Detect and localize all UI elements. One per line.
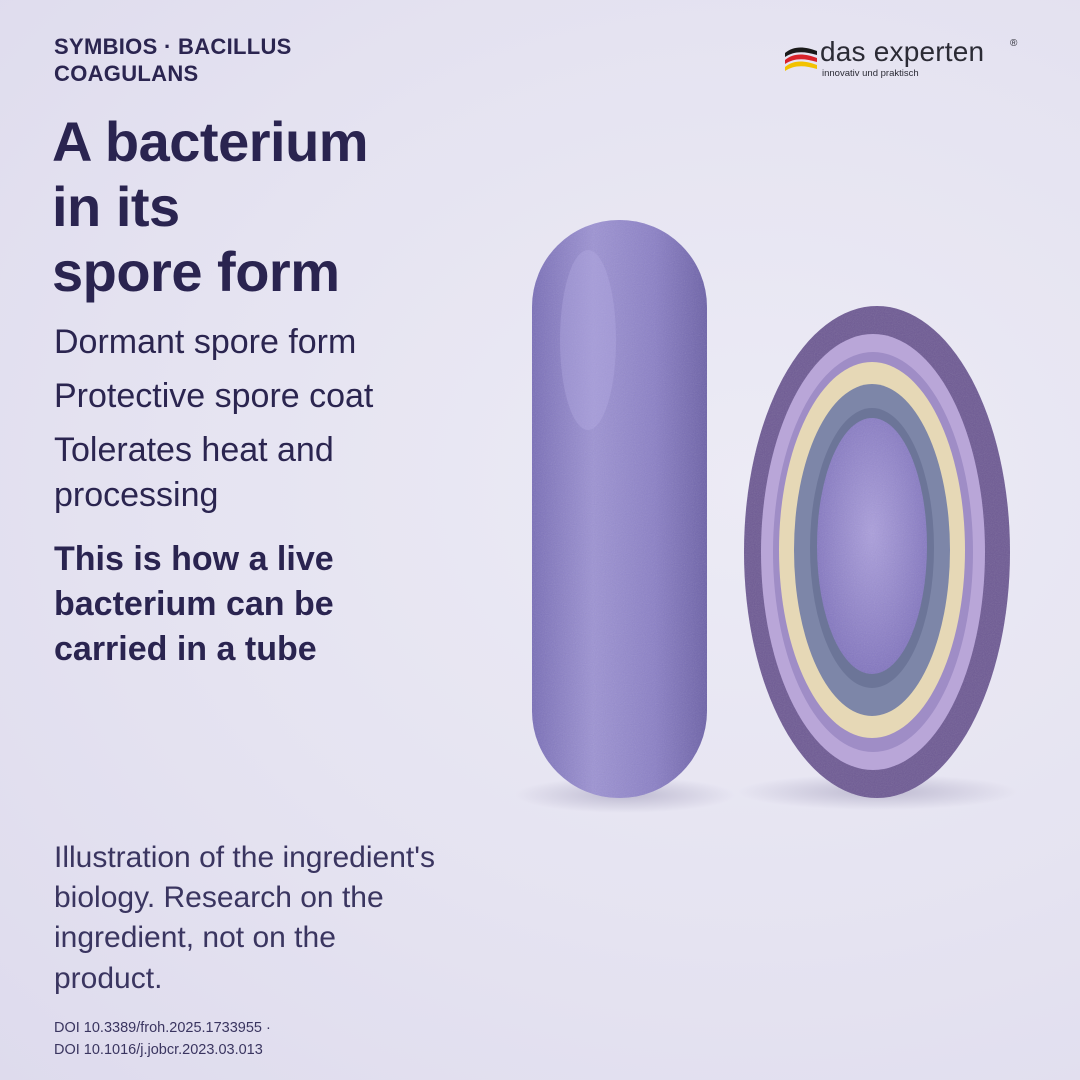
- list-item: Protective spore coat: [54, 377, 374, 416]
- brand-name: das experten: [820, 36, 985, 67]
- registered-mark: ®: [1010, 38, 1018, 49]
- doi-references: DOI 10.3389/froh.2025.1733955 · DOI 10.1…: [54, 1020, 271, 1058]
- page-title: A bacterium in its spore form: [52, 110, 369, 303]
- bacterium-illustration: [515, 220, 1018, 813]
- disclaimer-caption: Illustration of the ingredient's biology…: [54, 841, 435, 995]
- brand-logo: das experten ® innovativ und praktisch: [784, 36, 1024, 82]
- list-item: Dormant spore form: [54, 323, 357, 361]
- brand-tagline: innovativ und praktisch: [822, 68, 919, 79]
- german-flag-swoosh-icon: [785, 47, 817, 71]
- eyebrow-label: SYMBIOS · BACILLUS COAGULANS: [54, 34, 292, 86]
- rod-bacterium-icon: [532, 220, 707, 798]
- key-statement: This is how a live bacterium can be carr…: [54, 540, 334, 668]
- list-item: Tolerates heat and processing: [54, 431, 334, 514]
- spore-cross-section-icon: [744, 306, 1010, 798]
- feature-list: Dormant spore form Protective spore coat…: [54, 320, 474, 527]
